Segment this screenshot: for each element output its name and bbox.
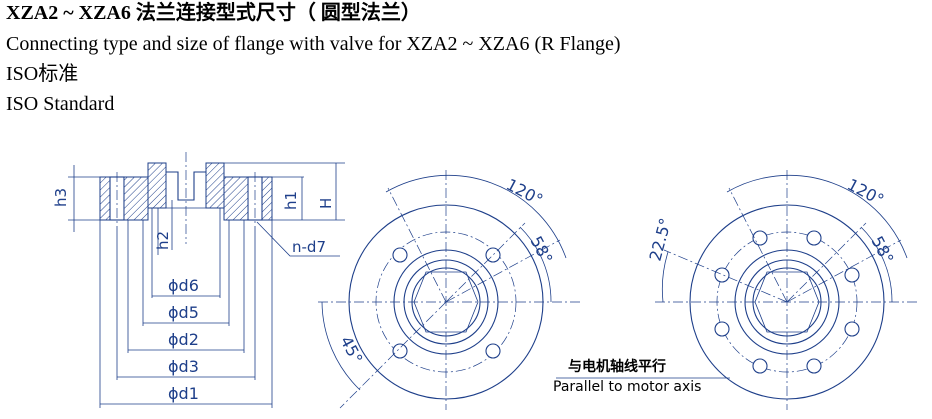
title-english: Connecting type and size of flange with … xyxy=(6,33,621,55)
fv8-bolt-hole xyxy=(806,230,822,246)
fv4-arc-58 xyxy=(519,226,552,303)
flange-plate-right xyxy=(261,176,273,221)
fv4-bolt-circle xyxy=(375,231,517,373)
fv8-22-5-ray xyxy=(663,249,788,303)
fv8-bolt-hole xyxy=(752,230,768,246)
fv8-outer-circle xyxy=(689,204,885,400)
front-view-8-holes: 120° 58° 22.5° xyxy=(646,170,920,410)
fv4-45-ray xyxy=(339,301,447,409)
label-d3: ϕd3 xyxy=(168,357,199,376)
motor-axis-note: 与电机轴线平行 Parallel to motor axis xyxy=(553,358,730,395)
label-h3: h3 xyxy=(52,188,70,207)
fv4-angle-58: 58° xyxy=(526,233,556,267)
fv8-bolt-circle xyxy=(716,231,858,373)
standard-chinese: ISO标准 xyxy=(6,63,79,85)
title-chinese: XZA2 ~ XZA6 法兰连接型式尺寸（ 圆型法兰） xyxy=(6,2,421,24)
fv4-120-ray-right xyxy=(445,239,561,303)
fv4-bolt-hole xyxy=(485,343,501,359)
fv8-arc-22-5 xyxy=(661,251,669,303)
flange-plate-left xyxy=(99,176,111,221)
fv8-bolt-hole xyxy=(844,321,860,337)
fv8-angle-58: 58° xyxy=(867,233,897,267)
fv8-120-ray-left xyxy=(728,187,788,303)
fv4-bolt-hole xyxy=(392,343,408,359)
fv8-bolt-hole xyxy=(714,267,730,283)
bore-profile xyxy=(166,171,206,201)
side-view: h3 h2 h1 H n-d7 ϕd6 ϕd5 xyxy=(52,152,345,408)
n-d7-leader xyxy=(256,221,340,257)
fv4-outer-circle xyxy=(348,204,544,400)
label-h1: h1 xyxy=(282,191,300,210)
fv8-angle-22-5: 22.5° xyxy=(646,216,676,263)
fv8-arc-58 xyxy=(860,226,893,303)
hub-right xyxy=(205,162,225,209)
fv8-bore xyxy=(752,267,822,337)
hub-left xyxy=(147,162,167,209)
fv8-bolt-hole xyxy=(844,267,860,283)
label-h2: h2 xyxy=(154,231,172,250)
label-n-d7: n-d7 xyxy=(292,238,326,256)
fv8-bolt-hole xyxy=(714,321,730,337)
fv8-ring-1 xyxy=(734,249,840,355)
note-chinese: 与电机轴线平行 xyxy=(568,358,666,375)
label-d5: ϕd5 xyxy=(168,303,199,322)
fv8-120-ray-right xyxy=(786,239,902,303)
label-d2: ϕd2 xyxy=(168,330,199,349)
fv8-arc-120 xyxy=(726,174,908,259)
fv4-angle-120: 120° xyxy=(503,175,546,210)
fv4-angle-45: 45° xyxy=(336,333,366,367)
fv8-ring-2 xyxy=(744,259,830,345)
note-english: Parallel to motor axis xyxy=(553,379,701,395)
fv4-ring-2 xyxy=(403,259,489,345)
fv4-bolt-hole xyxy=(392,247,408,263)
fv8-bolt-hole xyxy=(806,358,822,374)
fv4-58-ray xyxy=(445,222,526,303)
fv4-ring-1 xyxy=(393,249,499,355)
inner-ring-left xyxy=(123,176,149,221)
fv8-angle-120: 120° xyxy=(844,175,887,210)
fv4-120-ray-left xyxy=(387,187,447,303)
fv4-bore xyxy=(411,267,481,337)
fv4-arc-45 xyxy=(321,301,361,391)
label-d6: ϕd6 xyxy=(168,276,199,295)
standard-english: ISO Standard xyxy=(6,93,115,115)
fv4-hex-profile xyxy=(413,271,479,333)
fv8-bolt-hole xyxy=(752,358,768,374)
label-H: H xyxy=(317,198,335,209)
inner-ring-right xyxy=(223,176,249,221)
label-d1: ϕd1 xyxy=(168,384,199,403)
fv8-58-ray xyxy=(786,222,867,303)
front-view-4-holes: 120° 58° 45° xyxy=(318,170,580,410)
fv4-arc-120 xyxy=(385,174,567,259)
fv8-hex-profile xyxy=(754,271,820,333)
